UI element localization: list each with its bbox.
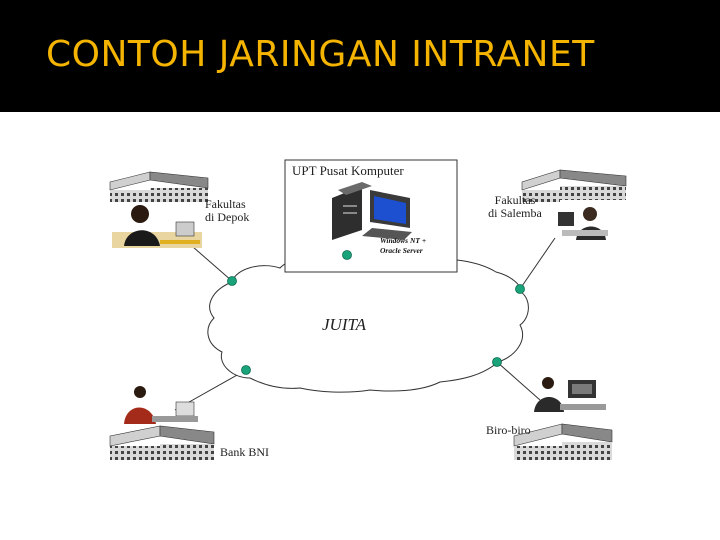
node-dot-bank [241, 365, 251, 375]
line-biro [496, 361, 541, 401]
person-bank-icon [124, 386, 198, 424]
connection-points [227, 250, 525, 375]
node-dot-salemba [515, 284, 525, 294]
cloud-label: JUITA [322, 315, 367, 334]
label-depok: Fakultas di Depok [205, 198, 249, 224]
label-bank: Bank BNI [220, 445, 269, 459]
label-depok-line2: di Depok [205, 210, 250, 224]
label-biro: Biro-biro [486, 423, 531, 437]
node-dot-biro [492, 357, 502, 367]
building-bank-icon [109, 425, 215, 460]
person-salemba-icon [558, 207, 608, 240]
node-dot-depok [227, 276, 237, 286]
label-salemba-line1: Fakultas [494, 193, 536, 207]
server-caption: Windows NT + Oracle Server [380, 236, 426, 256]
person-biro-icon [534, 377, 606, 412]
server-computer-icon [332, 182, 412, 240]
server-title: UPT Pusat Komputer [292, 163, 404, 178]
building-salemba-icon [521, 169, 627, 202]
slide-title: CONTOH JARINGAN INTRANET [46, 34, 595, 75]
server-caption-line2: Oracle Server [380, 246, 423, 255]
line-salemba [519, 237, 556, 290]
label-salemba-line2: di Salemba [488, 206, 542, 220]
juita-cloud [207, 253, 529, 393]
label-salemba: Fakultas di Salemba [480, 194, 550, 220]
person-depok-icon [112, 205, 202, 248]
node-dot-server [342, 250, 352, 260]
server-caption-line1: Windows NT + [380, 236, 427, 245]
title-bar: CONTOH JARINGAN INTRANET [0, 0, 720, 112]
building-biro-icon [513, 423, 613, 460]
network-diagram [109, 159, 627, 460]
label-depok-line1: Fakultas [205, 197, 246, 211]
building-depok-icon [109, 171, 209, 202]
